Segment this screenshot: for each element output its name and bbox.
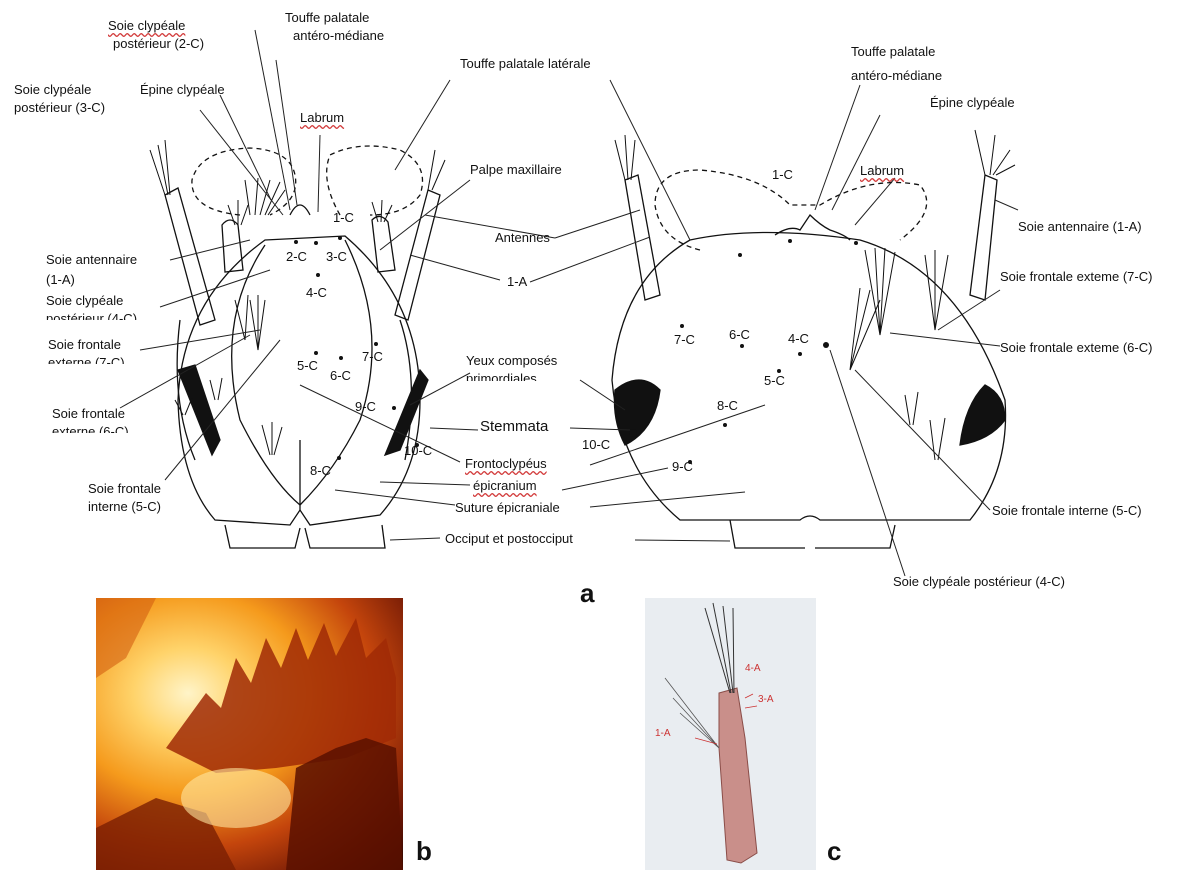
label-soie-clypeale-3c: Soie clypéale [14, 82, 91, 98]
label-touffe-laterale: Touffe palatale latérale [460, 56, 591, 72]
seta-label-left: 6-C [330, 368, 351, 383]
label-1a-center: 1-A [507, 274, 527, 290]
seta-label-right: 7-C [674, 332, 695, 347]
panel-letter-b: b [416, 836, 432, 867]
label-epine-clypeale-left: Épine clypéale [140, 82, 225, 98]
label-touffe-antero-mediane-left-2: antéro-médiane [293, 28, 384, 44]
seta-label-left: 4-C [306, 285, 327, 300]
label-soie-frontale-5c-right: Soie frontale interne (5-C) [992, 503, 1142, 519]
left-tuft-dashed-right [327, 146, 423, 215]
label-soie-clypeale-4c: Soie clypéale [46, 293, 123, 309]
panel-letter-a: a [580, 578, 594, 609]
right-labrum [775, 215, 850, 240]
label-soie-clypeale-3c-2: postérieur (3-C) [14, 100, 105, 116]
left-antenna-left [165, 188, 215, 325]
annotation-3a: 3-A [758, 694, 774, 705]
panel-c-antenna-photo: 4-A 3-A 1-A [645, 598, 816, 870]
left-antenna-right [395, 190, 440, 320]
seta-label-right: 9-C [672, 459, 693, 474]
seta-label-left: 7-C [362, 349, 383, 364]
label-labrum-left: Labrum [300, 110, 344, 126]
label-yeux-composes-2: primordiales [466, 371, 537, 381]
label-epicranium: épicranium [473, 478, 537, 494]
annotation-4a: 4-A [745, 663, 761, 674]
left-labrum [290, 205, 310, 215]
panel-letter-c: c [827, 836, 841, 867]
label-soie-frontale-7c: Soie frontale [48, 337, 121, 353]
label-touffe-antero-mediane-left: Touffe palatale [285, 10, 369, 26]
label-soie-clypeale-2c: Soie clypéale [108, 18, 185, 34]
mandible-teeth [96, 598, 403, 870]
seta-label-left: 1-C [333, 210, 354, 225]
right-head-outline [612, 233, 1006, 521]
seta-label-right: 5-C [764, 373, 785, 388]
label-soie-frontale-7c-2: externe (7-C) [48, 355, 125, 364]
seta-label-left: 3-C [326, 249, 347, 264]
label-soie-frontale-7c-right: Soie frontale exteme (7-C) [1000, 269, 1152, 285]
right-tuft-dashed [655, 170, 927, 250]
right-bristles [615, 130, 1015, 460]
label-soie-frontale-5c-2: interne (5-C) [88, 499, 161, 515]
label-soie-frontale-5c: Soie frontale [88, 481, 161, 497]
panel-b-micrograph [96, 598, 403, 870]
label-antennes: Antennes [495, 230, 550, 246]
right-eye-right [960, 385, 1005, 445]
label-touffe-antero-mediane-right: Touffe palatale [851, 44, 935, 60]
label-suture-epicraniale: Suture épicraniale [455, 500, 560, 516]
seta-label-left: 10-C [404, 443, 432, 458]
label-soie-clypeale-2c-2: postérieur (2-C) [113, 36, 204, 52]
seta-label-left: 9-C [355, 399, 376, 414]
right-antenna-right [970, 175, 997, 300]
left-occiput [225, 525, 385, 548]
label-occiput: Occiput et postocciput [445, 531, 573, 547]
seta-label-right: 1-C [772, 167, 793, 182]
seta-label-right: 10-C [582, 437, 610, 452]
label-frontoclypeus: Frontoclypéus [465, 456, 547, 472]
left-eye-left [178, 365, 220, 455]
seta-label-left: 5-C [297, 358, 318, 373]
label-soie-clypeale-4c-2: postérieur (4-C) [46, 311, 137, 320]
label-soie-antennaire-right: Soie antennaire (1-A) [1018, 219, 1142, 235]
right-eye-left [614, 380, 660, 445]
label-epine-clypeale-right: Épine clypéale [930, 95, 1015, 111]
right-occiput [730, 520, 895, 548]
label-soie-frontale-6c: Soie frontale [52, 406, 125, 422]
right-antenna-left [625, 175, 660, 300]
annotation-1a: 1-A [655, 728, 671, 739]
label-soie-antennaire-left: Soie antennaire [46, 252, 137, 268]
label-touffe-antero-mediane-right-2: antéro-médiane [851, 68, 942, 84]
seta-label-left: 8-C [310, 463, 331, 478]
label-soie-clypeale-4c-right: Soie clypéale postérieur (4-C) [893, 574, 1065, 590]
label-stemmata: Stemmata [480, 419, 548, 435]
label-labrum-right: Labrum [860, 163, 904, 179]
seta-label-right: 8-C [717, 398, 738, 413]
label-palpe-maxillaire: Palpe maxillaire [470, 162, 562, 178]
label-soie-frontale-6c-right: Soie frontale exteme (6-C) [1000, 340, 1152, 356]
seta-label-right: 6-C [729, 327, 750, 342]
label-yeux-composes: Yeux composés [466, 353, 557, 369]
label-soie-frontale-6c-2: externe (6-C) [52, 424, 129, 433]
label-soie-antennaire-left-2: (1-A) [46, 272, 75, 288]
seta-label-right: 4-C [788, 331, 809, 346]
left-palp-right [372, 216, 395, 272]
seta-label-left: 2-C [286, 249, 307, 264]
